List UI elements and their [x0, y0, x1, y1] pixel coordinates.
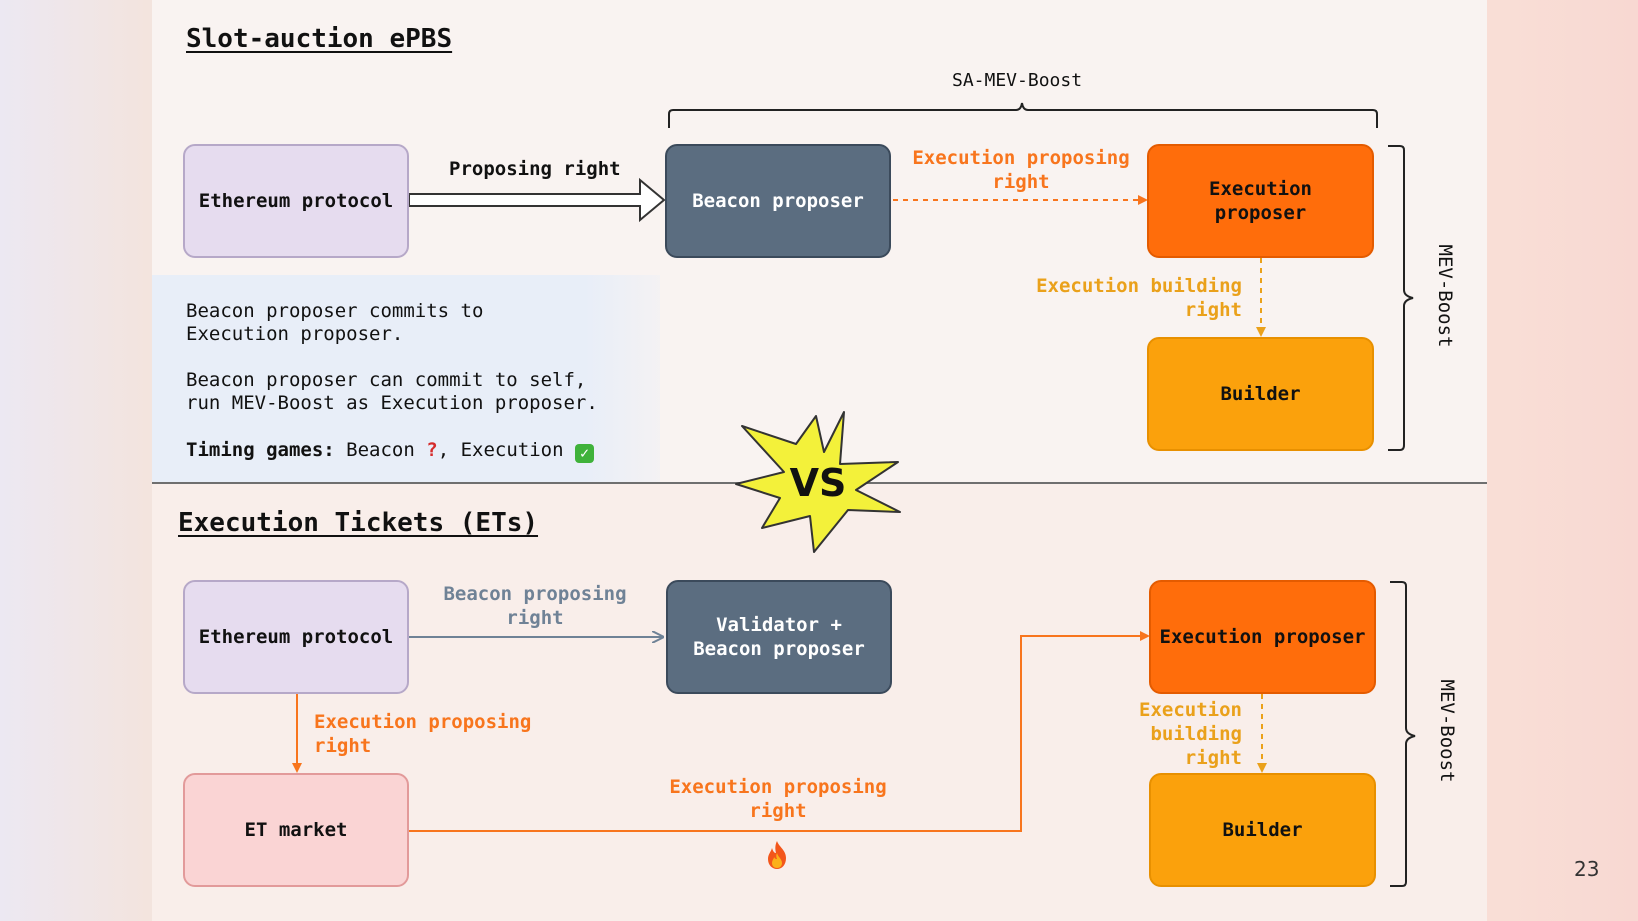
sa-mev-boost-brace [668, 102, 1378, 128]
question-mark-icon: ? [426, 439, 438, 461]
mev-boost-brace-top [1388, 145, 1414, 451]
exec-proposing-label-top: Execution proposing right [912, 147, 1130, 193]
vs-starburst-icon: VS [735, 411, 901, 553]
mev-boost-label-top: MEV-Boost [1434, 244, 1456, 348]
execution-proposer-box-top: Execution proposer [1147, 144, 1374, 258]
beacon-proposing-label: Beacon proposing right [443, 583, 627, 629]
beacon-proposer-box: Beacon proposer [665, 144, 891, 258]
exec-proposing-label-mid: Execution proposing right [669, 776, 887, 822]
exec-building-label-bottom: Execution building right [1139, 699, 1242, 769]
timing-beacon: Beacon [346, 439, 415, 461]
check-icon: ✓ [575, 444, 595, 463]
mev-boost-brace-bottom [1390, 581, 1416, 887]
note-self-commit: Beacon proposer can commit to self, run … [186, 369, 598, 414]
fire-icon [768, 841, 786, 869]
top-title: Slot-auction ePBS [186, 24, 453, 54]
timing-games-label: Timing games: [186, 439, 335, 461]
ethereum-protocol-box-top: Ethereum protocol [183, 144, 409, 258]
exec-proposing-arrow-market [409, 631, 1150, 832]
exec-proposing-label-left: Execution proposing right [314, 711, 532, 757]
proposing-right-arrow [408, 177, 666, 223]
timing-execution: , Execution [437, 439, 564, 461]
vs-text: VS [790, 461, 847, 505]
sa-mev-boost-label: SA-MEV-Boost [952, 70, 1083, 91]
ethereum-protocol-box-bottom: Ethereum protocol [183, 580, 409, 694]
note-commit: Beacon proposer commits to Execution pro… [186, 300, 484, 345]
timing-games-line: Timing games: Beacon ?, Execution ✓ [186, 439, 595, 463]
validator-beacon-proposer-box: Validator + Beacon proposer [666, 580, 892, 694]
bottom-title: Execution Tickets (ETs) [178, 508, 539, 538]
mev-boost-label-bottom: MEV-Boost [1436, 679, 1458, 783]
proposing-right-label: Proposing right [449, 158, 621, 180]
builder-box-bottom: Builder [1149, 773, 1376, 887]
exec-building-label-top: Execution building right [1036, 275, 1242, 321]
et-market-box: ET market [183, 773, 409, 887]
page-number: 23 [1574, 857, 1600, 881]
builder-box-top: Builder [1147, 337, 1374, 451]
execution-proposer-box-bottom: Execution proposer [1149, 580, 1376, 694]
